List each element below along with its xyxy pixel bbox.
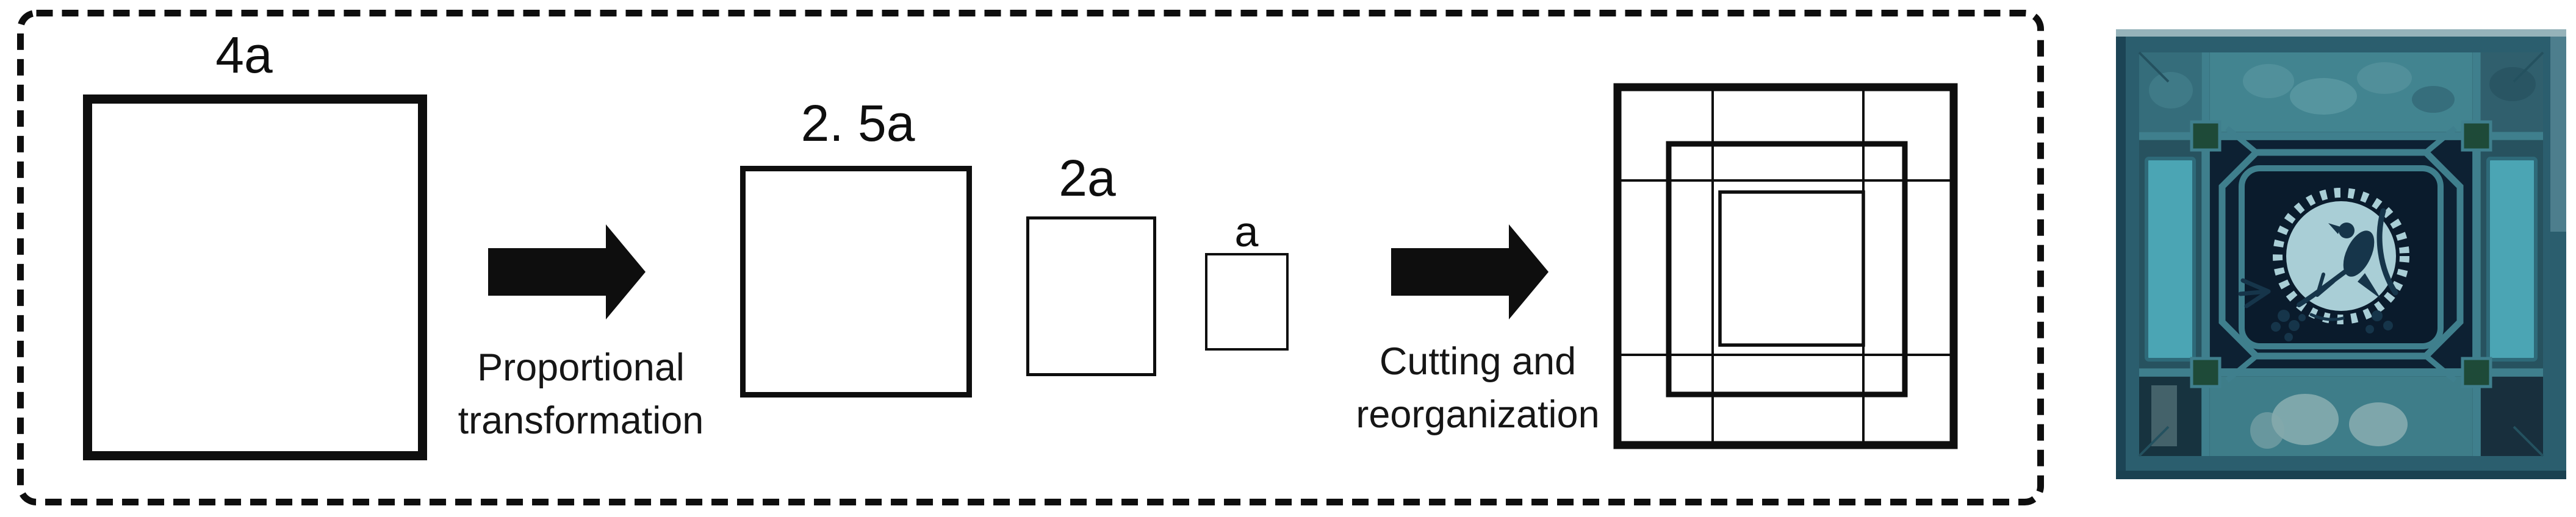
pattern-outer-square	[1613, 83, 1958, 449]
dashed-outline-box	[17, 10, 2044, 505]
nested-squares-pattern	[1613, 83, 1958, 449]
arrow-right-icon	[1391, 224, 1549, 319]
glass-texture	[2243, 64, 2294, 98]
side-panel-right	[2486, 157, 2538, 362]
bird-and-blossom-silhouette	[2238, 208, 2398, 341]
square-label-2-5a: 2. 5a	[801, 94, 915, 152]
glass-cell-bottom-center	[2210, 377, 2472, 456]
frame-miter-joints	[2138, 51, 2544, 457]
glass-texture	[2349, 402, 2408, 446]
pattern-medium-square	[1666, 141, 1908, 398]
square-2a	[1026, 216, 1156, 376]
glass-texture	[2290, 78, 2357, 115]
glass-texture	[2272, 394, 2339, 445]
arrow-shape	[488, 224, 646, 319]
photo-right-highlight	[2550, 37, 2566, 232]
square-label-2a: 2a	[1059, 149, 1116, 207]
caption-line-1: Proportional	[477, 346, 685, 389]
square-label-4a: 4a	[215, 26, 273, 84]
corner-accent-squares	[2190, 120, 2492, 388]
square-2-5a	[740, 166, 972, 398]
glass-texture	[2412, 86, 2455, 113]
glass-texture	[2489, 67, 2536, 101]
glass-texture	[2149, 72, 2193, 109]
caption-line-2: reorganization	[1356, 393, 1600, 436]
caption-line-2: transformation	[458, 399, 704, 442]
caption-line-1: Cutting and	[1379, 340, 1577, 383]
octagon-joint-diagonals	[2225, 126, 2457, 383]
step-caption-proportional: Proportional transformation	[458, 341, 704, 447]
glass-texture	[2357, 62, 2412, 94]
square-label-a: a	[1234, 208, 1259, 255]
window-lattice-photo	[2116, 29, 2566, 479]
photo-bottom-shade	[2116, 471, 2566, 479]
pattern-inner-square	[1718, 190, 1865, 347]
photo-top-highlight	[2116, 29, 2566, 37]
square-4a	[83, 94, 427, 460]
glass-texture	[2151, 385, 2177, 446]
glass-texture	[2250, 412, 2284, 449]
glass-cell-bottom-right	[2481, 377, 2543, 456]
square-a	[1205, 253, 1289, 351]
arrow-right-icon	[488, 224, 646, 319]
dashed-border	[17, 10, 2044, 505]
photo-left-shade	[2116, 37, 2126, 471]
step-caption-cutting: Cutting and reorganization	[1356, 335, 1599, 441]
glass-cell-bottom-left	[2139, 377, 2201, 456]
side-panel-left	[2145, 157, 2196, 362]
arrow-shape	[1391, 224, 1549, 319]
